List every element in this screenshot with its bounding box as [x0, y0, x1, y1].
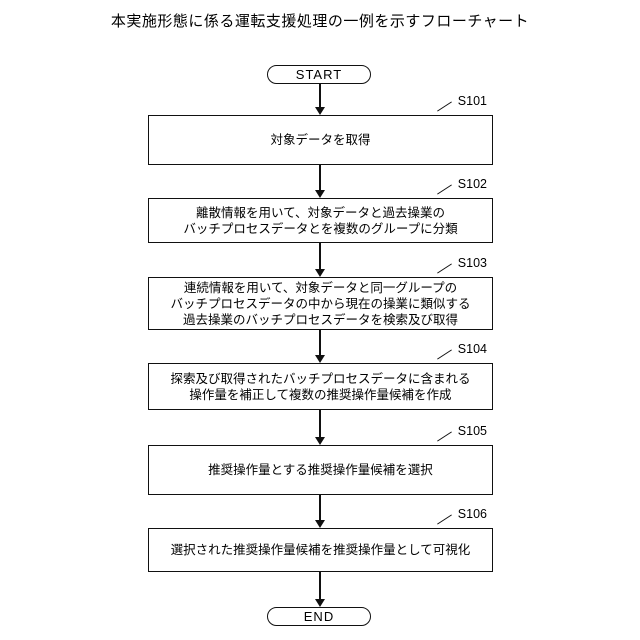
step-label-tick — [437, 514, 452, 525]
step-label-tick — [437, 263, 452, 274]
arrowhead-icon — [315, 190, 325, 198]
flow-connector-line — [319, 243, 321, 269]
arrowhead-icon — [315, 355, 325, 363]
arrowhead-icon — [315, 437, 325, 445]
step-id-label: S103 — [457, 256, 487, 270]
arrowhead-icon — [315, 269, 325, 277]
flow-connector-line — [319, 410, 321, 437]
flow-connector-line — [319, 84, 321, 107]
flow-connector-line — [319, 495, 321, 520]
flow-connector-line — [319, 330, 321, 355]
step-box: 推奨操作量とする推奨操作量候補を選択 — [148, 445, 493, 495]
step-id-label: S104 — [457, 342, 487, 356]
arrowhead-icon — [315, 520, 325, 528]
flow-step: S104 探索及び取得されたバッチプロセスデータに含まれる 操作量を補正して複数… — [148, 342, 493, 410]
flow-step: S102 離散情報を用いて、対象データと過去操業の バッチプロセスデータとを複数… — [148, 177, 493, 243]
arrowhead-icon — [315, 599, 325, 607]
flow-connector-line — [319, 165, 321, 190]
step-box: 選択された推奨操作量候補を推奨操作量として可視化 — [148, 528, 493, 572]
flowchart-title: 本実施形態に係る運転支援処理の一例を示すフローチャート — [110, 13, 530, 30]
flow-connector-line — [319, 572, 321, 599]
step-id-label: S102 — [457, 177, 487, 191]
step-id-label: S106 — [457, 507, 487, 521]
step-id-label: S101 — [457, 94, 487, 108]
step-box: 離散情報を用いて、対象データと過去操業の バッチプロセスデータとを複数のグループ… — [148, 198, 493, 243]
step-box: 探索及び取得されたバッチプロセスデータに含まれる 操作量を補正して複数の推奨操作… — [148, 363, 493, 410]
step-label-tick — [437, 431, 452, 442]
flow-step: S106 選択された推奨操作量候補を推奨操作量として可視化 — [148, 507, 493, 572]
step-box: 連続情報を用いて、対象データと同一グループの バッチプロセスデータの中から現在の… — [148, 277, 493, 330]
step-id-label: S105 — [457, 424, 487, 438]
step-label-tick — [437, 101, 452, 112]
step-label-tick — [437, 349, 452, 360]
step-box: 対象データを取得 — [148, 115, 493, 165]
arrowhead-icon — [315, 107, 325, 115]
flow-step: S103 連続情報を用いて、対象データと同一グループの バッチプロセスデータの中… — [148, 256, 493, 330]
flow-step: S101 対象データを取得 — [148, 94, 493, 165]
flow-step: S105 推奨操作量とする推奨操作量候補を選択 — [148, 424, 493, 495]
start-terminal: START — [267, 65, 371, 84]
end-terminal: END — [267, 607, 371, 626]
step-label-tick — [437, 184, 452, 195]
